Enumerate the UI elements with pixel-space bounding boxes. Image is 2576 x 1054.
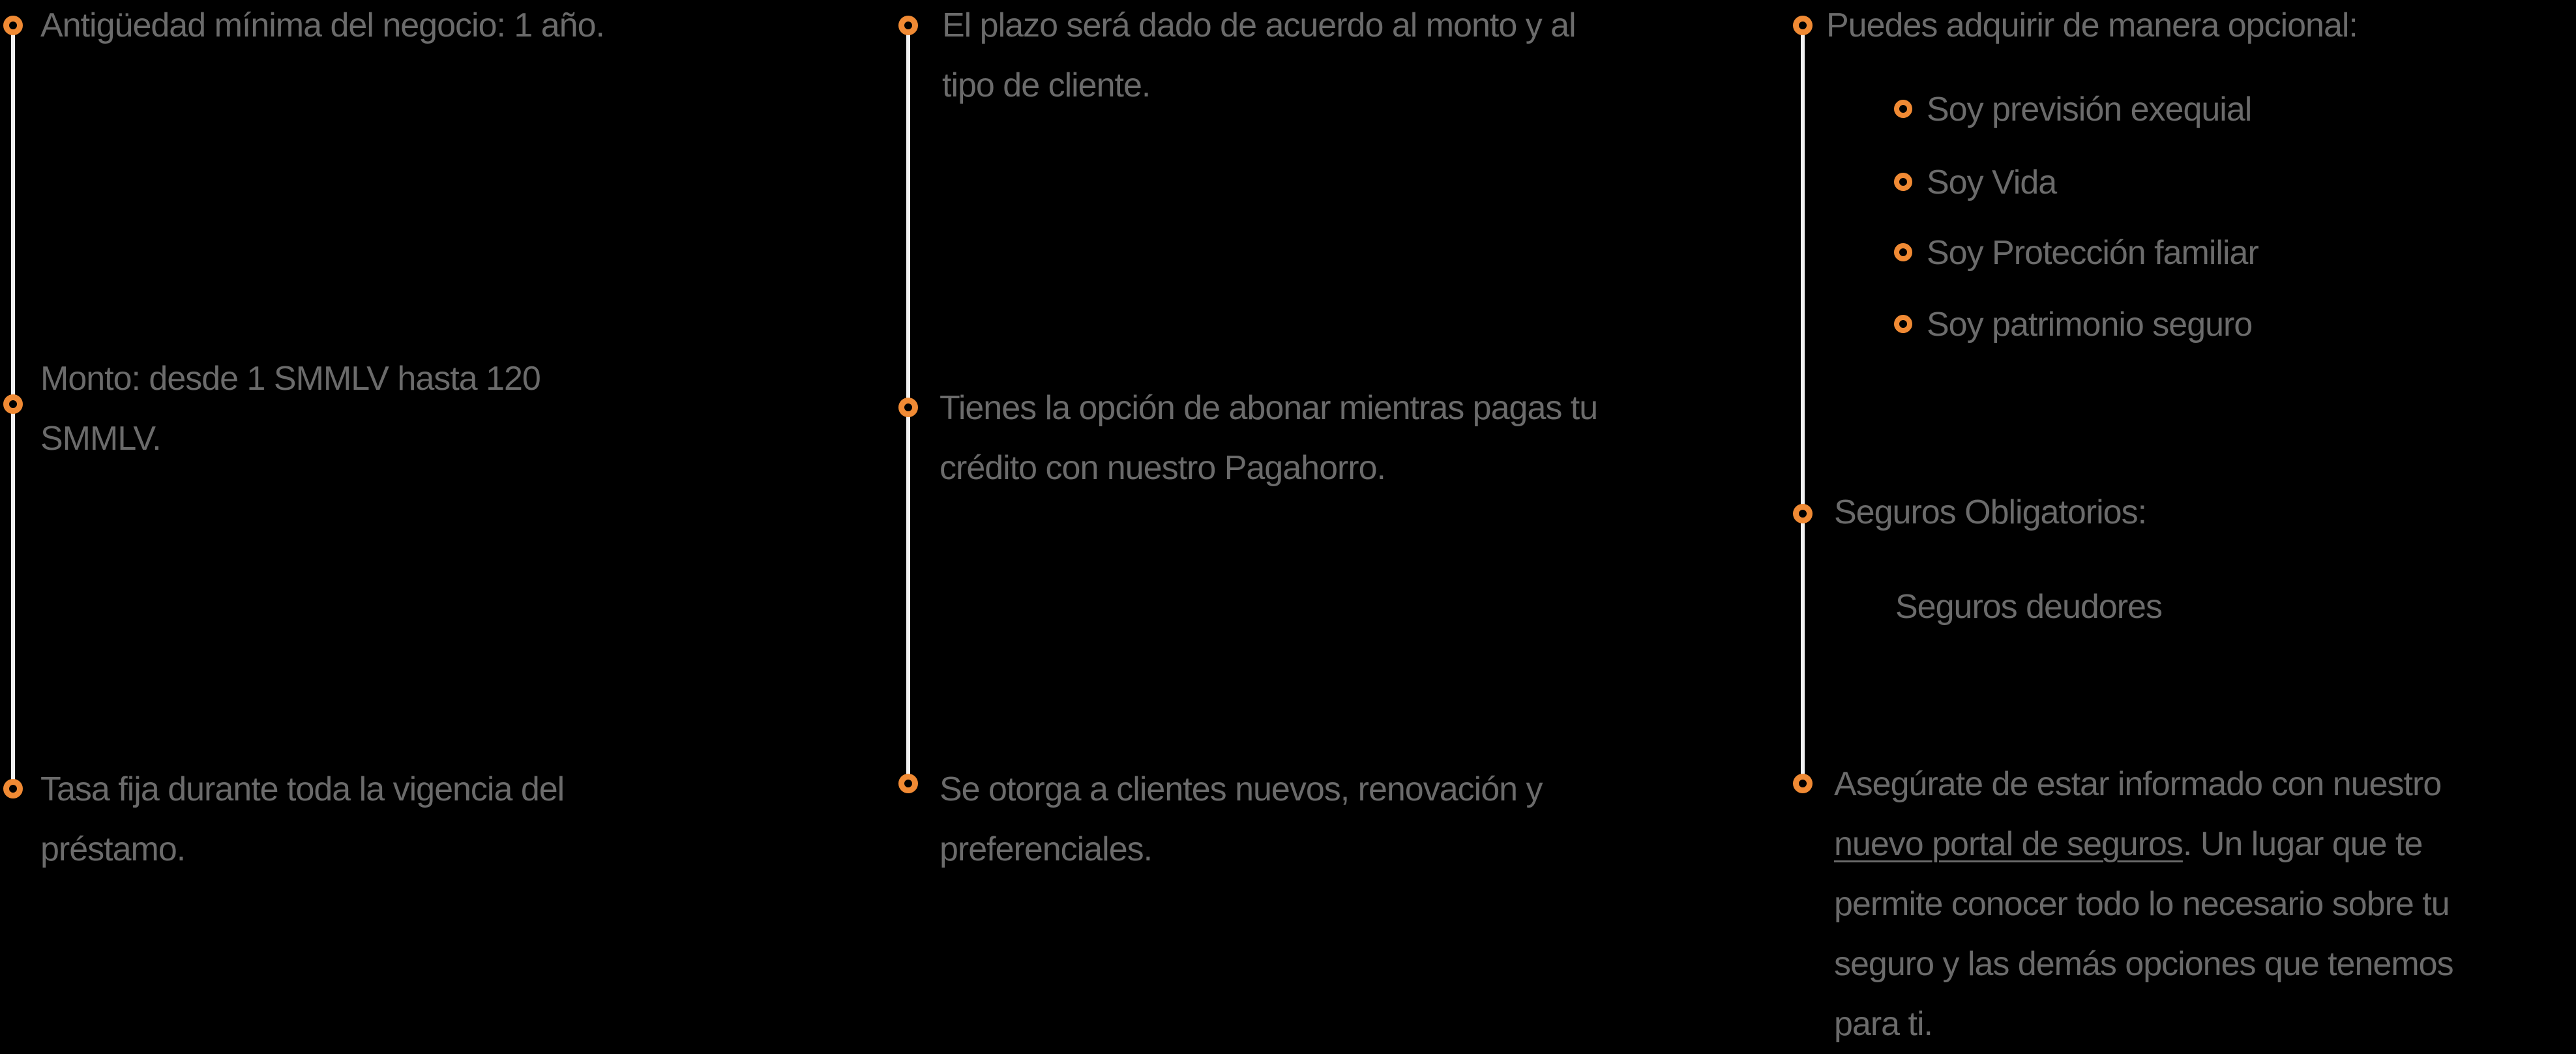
item-text-start: Asegúrate de estar informado con nuestro: [1834, 765, 2442, 803]
item-text: Asegúrate de estar informado con nuestro…: [1834, 754, 2489, 1054]
item-text: Monto: desde 1 SMMLV hasta 120 SMMLV.: [40, 360, 541, 458]
benefits-column-3: Puedes adquirir de manera opcional: Soy …: [1790, 0, 2576, 1050]
item-text: Se otorga a clientes nuevos, renovación …: [940, 770, 1543, 868]
sub-item-text: Soy Protección familiar: [1927, 234, 2259, 272]
bullet-dot-icon: [1793, 504, 1813, 523]
item-text: Seguros Obligatorios:: [1834, 493, 2147, 531]
item-detail-text: Seguros deudores: [1895, 588, 2163, 626]
insurance-portal-link[interactable]: nuevo portal de seguros: [1834, 825, 2184, 863]
timeline-line: [1801, 29, 1805, 788]
bullet-dot-icon: [1894, 243, 1912, 261]
bullet-dot-icon: [1894, 100, 1912, 118]
benefits-column-1: Antigüedad mínima del negocio: 1 año. Mo…: [0, 0, 848, 1050]
sub-item-text: Soy Vida: [1927, 164, 2057, 201]
item-text: El plazo será dado de acuerdo al monto y…: [942, 7, 1577, 104]
bullet-dot-icon: [1793, 16, 1813, 35]
item-text: Tasa fija durante toda la vigencia del p…: [40, 770, 565, 868]
bullet-dot-icon: [898, 774, 918, 793]
sub-item-text: Soy previsión exequial: [1927, 91, 2252, 128]
item-text: Tienes la opción de abonar mientras paga…: [940, 389, 1598, 487]
item-text-end: . Un lugar que te permite conocer todo l…: [1834, 825, 2454, 1043]
bullet-dot-icon: [1894, 173, 1912, 191]
bullet-dot-icon: [1894, 315, 1912, 333]
benefits-column-2: El plazo será dado de acuerdo al monto y…: [896, 0, 1744, 1050]
bullet-dot-icon: [3, 16, 23, 35]
bullet-dot-icon: [898, 398, 918, 417]
bullet-dot-icon: [3, 394, 23, 414]
item-text: Antigüedad mínima del negocio: 1 año.: [40, 7, 605, 44]
bullet-dot-icon: [898, 16, 918, 35]
item-text: Puedes adquirir de manera opcional:: [1826, 7, 2358, 44]
bullet-dot-icon: [1793, 774, 1813, 793]
sub-item-text: Soy patrimonio seguro: [1927, 306, 2253, 344]
bullet-dot-icon: [3, 779, 23, 798]
